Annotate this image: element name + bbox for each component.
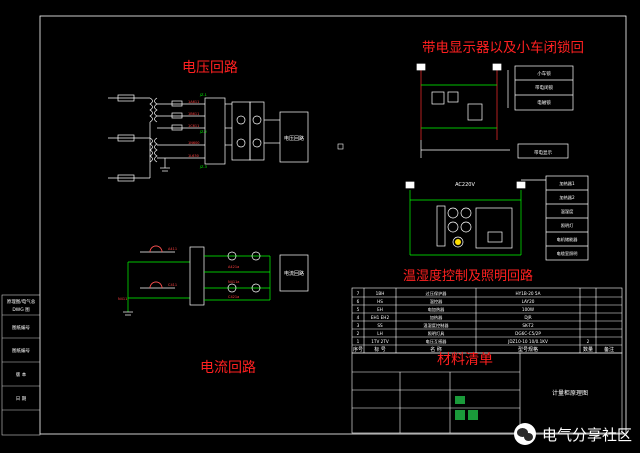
bom-cell: 1 (357, 339, 360, 344)
bom-header-note: 备注 (604, 346, 614, 353)
bom-cell: 5 (357, 307, 360, 312)
svg-text:1C611: 1C611 (188, 124, 199, 128)
bom-cell: 4 (357, 315, 360, 320)
voltage-green-labels: JZ-1JZ-2JZ-3 (199, 93, 207, 169)
bom-cell: 2 (587, 339, 590, 344)
watermark-text: 电气分享社区 (541, 425, 632, 444)
humidity-circuit (405, 175, 589, 261)
bom-cell: SK-T2 (522, 323, 534, 328)
humidity-label-1: 加热器2 (559, 194, 575, 201)
bom-rows: 7 1BH 过压保护器 HY1B-20 5A 6 HS 温控器 LAY20 5 EH 电加热器 100… (357, 290, 590, 345)
bom-cell: SS (377, 323, 383, 328)
voltage-circuit (108, 94, 309, 182)
indicator-lamp (455, 239, 461, 245)
bom-cell: 过压保护器 (426, 290, 448, 297)
svg-text:1L630: 1L630 (188, 154, 199, 158)
display-circuit-title: 带电显示器以及小车闭锁回 (422, 39, 584, 56)
bom-cell: HY1B-20 5A (516, 291, 541, 296)
svg-text:JZ-3: JZ-3 (199, 165, 207, 169)
svg-text:JZ-2: JZ-2 (199, 130, 207, 134)
bom-header-name: 名 称 (430, 346, 442, 353)
current-coil-highlights (149, 245, 163, 289)
bom-cell: LH (377, 331, 382, 336)
voltage-circuit-title: 电压回路 (182, 60, 238, 76)
stamp-text-3: 图纸编号 (12, 347, 30, 354)
display-label-1: 带电闭锁 (535, 84, 553, 91)
svg-text:JZ-1: JZ-1 (199, 93, 207, 97)
svg-text:C421a: C421a (228, 295, 239, 299)
watermark: 电气分享社区 (513, 423, 632, 445)
current-meter-box-label: 电流回路 (284, 270, 304, 277)
bom-cell: EH1 EH2 (371, 315, 390, 320)
bom-table (351, 287, 623, 434)
title-block-cells (455, 396, 478, 420)
svg-text:A411: A411 (168, 247, 177, 251)
panel-name: 计量柜原理图 (552, 389, 588, 397)
bom-cell: HS (377, 299, 383, 304)
bom-cell: 照明灯具 (428, 330, 446, 337)
svg-text:1A611: 1A611 (188, 100, 199, 104)
bom-header-code: 标 号 (374, 346, 386, 353)
bom-header-qty: 数量 (583, 346, 593, 353)
bom-cell: 7 (357, 291, 360, 296)
drawing-frame (39, 15, 627, 435)
bom-cell: LAY20 (522, 299, 535, 304)
bom-header-model: 型号规格 (518, 346, 538, 353)
bom-cell: 2 (357, 331, 360, 336)
bom-cell: 3 (357, 323, 360, 328)
ac-supply-label: AC220V (455, 182, 475, 188)
stamp-text-5: 日 期 (16, 396, 27, 402)
bom-cell: 温控器 (430, 298, 443, 305)
svg-text:N411: N411 (118, 297, 127, 301)
current-circuit-title: 电流回路 (200, 360, 256, 376)
stamp-text-0: 原理图/电气总 (7, 298, 36, 305)
bom-cell: 1TV 2TV (371, 339, 389, 344)
stamp-text-1: DWG 图 (12, 307, 30, 313)
bom-cell: 100W (522, 307, 534, 312)
voltage-meter-box-label: 电压回路 (284, 135, 304, 142)
bom-cell: 6 (357, 299, 360, 304)
display-label-2: 电磁锁 (537, 99, 551, 106)
bom-cell: 1BH (376, 291, 385, 296)
svg-text:A421a: A421a (228, 265, 239, 269)
humidity-label-0: 加热器1 (559, 180, 575, 187)
humidity-circuit-title: 温湿度控制及照明回路 (403, 268, 533, 284)
humidity-label-2: 温湿度 (561, 208, 574, 215)
bom-cell: JDZ10-10 10/0.1KV (507, 339, 548, 344)
bom-cell: 加热器 (430, 314, 443, 321)
svg-text:N411a: N411a (228, 280, 239, 284)
humidity-label-4: 电机储能器 (557, 236, 579, 243)
display-circuit (416, 63, 574, 159)
bom-cell: 电压互感器 (426, 338, 448, 345)
display-box-label: 带电显示 (534, 149, 552, 156)
bom-cell: EH (377, 307, 383, 312)
bom-cell: DJR (524, 315, 531, 320)
humidity-label-3: 照明灯 (561, 222, 574, 229)
stamp-text-4: 版 本 (16, 371, 27, 378)
left-stamp: 原理图/电气总 DWG 图 图纸编号 图纸编号 版 本 日 期 (1, 294, 41, 436)
bom-cell: DG6C-C5/2P (515, 331, 541, 336)
bom-header-seq: 序号 (353, 346, 363, 353)
display-label-0: 小车锁 (537, 70, 551, 77)
current-circuit (123, 245, 309, 316)
svg-text:1B611: 1B611 (188, 112, 199, 116)
humidity-label-5: 电缆室照明 (557, 250, 578, 257)
wechat-icon (513, 423, 536, 445)
center-marker (337, 143, 344, 150)
bom-header: 序号 标 号 名 称 型号规格 数量 备注 (353, 346, 614, 353)
svg-text:1N600: 1N600 (188, 141, 200, 145)
bom-cell: 电加热器 (428, 306, 446, 313)
materials-title: 材料清单 (437, 352, 493, 368)
svg-text:C411: C411 (168, 283, 177, 287)
bom-cell: 温湿度控制器 (423, 322, 449, 329)
stamp-text-2: 图纸编号 (12, 324, 30, 331)
voltage-wire-labels: 1A611 1B611 1C611 1N600 1L630 (188, 100, 200, 158)
